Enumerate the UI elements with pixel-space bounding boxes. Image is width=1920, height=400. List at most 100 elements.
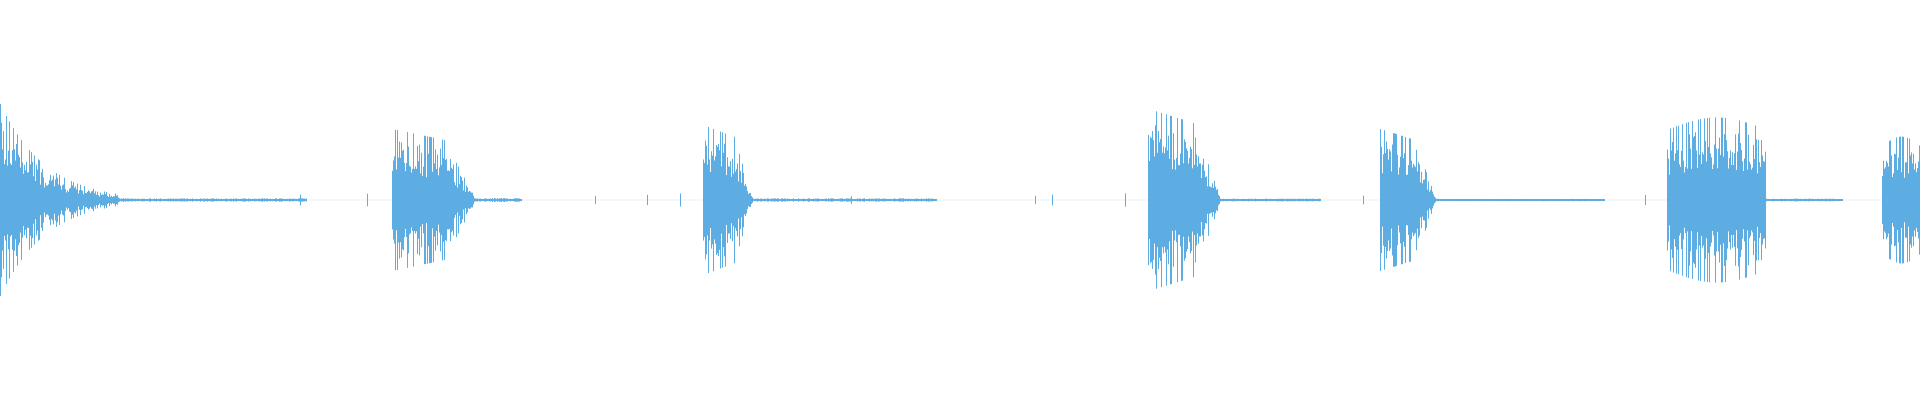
waveform-burst-bar — [113, 196, 114, 204]
waveform-noise-bar — [1276, 199, 1277, 201]
waveform-burst-bar — [1908, 173, 1909, 227]
waveform-burst-bar — [1201, 178, 1202, 222]
waveform-noise-bar — [757, 198, 758, 202]
waveform-noise-bar — [768, 198, 769, 202]
waveform-burst-bar — [33, 176, 34, 224]
waveform-noise-bar — [1272, 199, 1273, 201]
waveform-burst-bar — [422, 175, 423, 225]
waveform-noise-bar — [273, 199, 274, 201]
waveform-noise-bar — [766, 199, 767, 201]
waveform-noise-bar — [1492, 199, 1493, 201]
waveform-burst-bar — [1898, 157, 1899, 243]
waveform-noise-bar — [288, 199, 289, 201]
waveform-burst-bar — [729, 166, 730, 234]
waveform-noise-bar — [1567, 199, 1568, 201]
waveform-burst-bar — [1432, 191, 1433, 209]
waveform-noise-bar — [1259, 199, 1260, 201]
waveform-noise-bar — [1558, 199, 1559, 201]
waveform-burst-bar — [1408, 165, 1409, 235]
waveform-noise-bar — [1231, 198, 1232, 202]
waveform-burst-bar — [1402, 135, 1403, 264]
waveform-burst-bar — [1752, 167, 1753, 233]
waveform-noise-bar — [1242, 199, 1243, 201]
waveform-noise-bar — [1511, 199, 1512, 201]
waveform-noise-bar — [1503, 199, 1504, 201]
waveform-burst-bar — [706, 145, 707, 255]
waveform-noise-bar — [880, 199, 881, 201]
waveform-burst-bar — [719, 150, 720, 250]
waveform-burst-bar — [471, 192, 472, 208]
waveform-noise-bar — [179, 198, 180, 202]
waveform-noise-bar — [1837, 199, 1838, 201]
waveform-burst-bar — [410, 166, 411, 234]
waveform-noise-bar — [802, 199, 803, 201]
waveform-noise-bar — [187, 198, 188, 202]
waveform-noise-bar — [1512, 199, 1513, 201]
waveform-noise-bar — [1782, 199, 1783, 202]
waveform-noise-bar — [163, 199, 164, 201]
waveform-burst-bar — [1675, 153, 1676, 247]
waveform-noise-bar — [782, 198, 783, 202]
waveform-noise-bar — [909, 199, 910, 201]
waveform-burst-bar — [434, 163, 435, 237]
waveform-noise-bar — [1548, 199, 1549, 202]
waveform-burst-bar — [1895, 154, 1896, 246]
waveform-noise-bar — [213, 198, 214, 202]
waveform-noise-bar — [1480, 199, 1481, 201]
waveform-burst-bar — [57, 177, 58, 223]
waveform-noise-bar — [814, 199, 815, 201]
waveform-noise-bar — [269, 198, 270, 202]
waveform-burst-bar — [1903, 136, 1904, 264]
waveform-burst-bar — [1687, 168, 1688, 232]
waveform-noise-bar — [227, 199, 228, 201]
waveform-noise-bar — [120, 199, 121, 201]
waveform-noise-bar — [241, 198, 242, 202]
waveform-noise-bar — [1546, 199, 1547, 201]
waveform-noise-bar — [1779, 199, 1780, 201]
waveform-burst-bar — [400, 157, 401, 243]
waveform-noise-bar — [1597, 199, 1598, 201]
waveform-burst-bar — [1916, 172, 1917, 228]
waveform-noise-bar — [238, 198, 239, 201]
waveform-burst-bar — [1689, 134, 1690, 266]
waveform-burst-bar — [1156, 111, 1157, 289]
waveform-burst-bar — [403, 149, 404, 251]
waveform-burst-bar — [406, 163, 407, 237]
waveform-noise-bar — [140, 199, 141, 201]
waveform-burst-bar — [1168, 135, 1169, 265]
waveform-burst-bar — [1190, 146, 1191, 254]
waveform-noise-bar — [296, 198, 297, 202]
waveform-burst-bar — [1416, 149, 1417, 251]
waveform-burst-bar — [23, 173, 24, 227]
waveform-burst-bar — [21, 140, 22, 260]
waveform-burst-bar — [1672, 142, 1673, 258]
waveform-noise-bar — [915, 199, 916, 201]
waveform-noise-bar — [1838, 199, 1839, 201]
waveform-noise-bar — [1256, 198, 1257, 201]
waveform-burst-bar — [1398, 174, 1399, 226]
waveform-noise-bar — [862, 198, 863, 202]
waveform-noise-bar — [1247, 199, 1248, 201]
waveform-noise-bar — [1257, 199, 1258, 201]
waveform-burst-bar — [106, 191, 107, 209]
waveform-noise-bar — [234, 199, 235, 201]
waveform-noise-bar — [790, 199, 791, 201]
waveform-noise-bar — [1458, 199, 1459, 201]
waveform-noise-bar — [294, 198, 295, 201]
waveform-burst-bar — [97, 191, 98, 209]
waveform-burst-bar — [1692, 121, 1693, 279]
waveform-noise-bar — [1223, 198, 1224, 202]
waveform-noise-bar — [1472, 198, 1473, 201]
waveform-noise-bar — [1604, 199, 1605, 202]
waveform-noise-bar — [240, 198, 241, 202]
waveform-burst-bar — [432, 171, 433, 229]
waveform-noise-bar — [934, 199, 935, 201]
waveform-noise-bar — [1302, 198, 1303, 202]
waveform-noise-bar — [753, 198, 754, 202]
waveform-noise-bar — [1594, 199, 1595, 201]
waveform-noise-bar — [1468, 199, 1469, 201]
waveform-noise-bar — [1823, 199, 1824, 201]
waveform-noise-bar — [910, 198, 911, 202]
waveform-noise-bar — [803, 198, 804, 202]
waveform-noise-bar — [1524, 199, 1525, 201]
